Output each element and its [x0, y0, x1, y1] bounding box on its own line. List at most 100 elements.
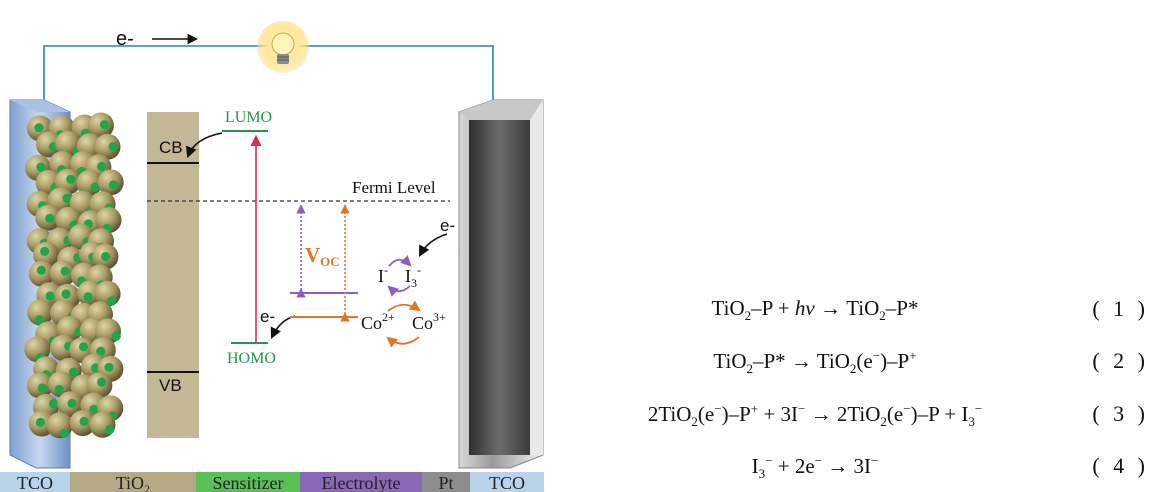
layer-segment-label: TCO	[489, 473, 525, 492]
triiodide-label: I3-	[405, 263, 421, 290]
fermi-level-label: Fermi Level	[352, 178, 436, 197]
dye-molecule	[101, 252, 111, 262]
equation-4: I3− + 2e− → 3I−	[751, 453, 879, 482]
vb-label: VB	[159, 376, 182, 395]
triiodide-charge: -	[417, 263, 421, 277]
regeneration-arrow	[270, 315, 296, 340]
equation-4-number: ( 4 )	[1092, 453, 1149, 478]
dye-molecule	[59, 428, 70, 438]
dye-molecule	[45, 213, 55, 223]
tio2-particle	[94, 133, 121, 160]
layer-segment	[70, 472, 196, 492]
dye-molecule	[49, 399, 59, 409]
equation-2: TiO2–P* → TiO2(e−)–P+	[713, 348, 917, 377]
iodide-cycle-bottom	[387, 285, 411, 297]
co2-label: Co2+	[361, 310, 395, 333]
dye-molecule	[61, 289, 71, 299]
equation-3-row: 2TiO2(e−)–P+ + 3I− → 2TiO2(e−)–P + I3− (…	[560, 401, 1157, 437]
layer-segment-label: Electrolyte	[322, 473, 401, 492]
dye-molecule	[83, 292, 93, 302]
layer-segment-label: TCO	[17, 473, 53, 492]
dye-molecule	[36, 265, 46, 275]
dye-molecule	[36, 162, 46, 172]
dye-molecule	[37, 383, 47, 393]
dye-molecule	[105, 425, 115, 435]
dye-molecule	[54, 384, 64, 395]
homo-label: HOMO	[227, 350, 276, 367]
tio2-particle	[50, 334, 76, 361]
dye-molecule	[97, 161, 107, 172]
layer-segment	[300, 472, 422, 492]
iodide-label: I-	[378, 263, 388, 286]
tio2-particle	[95, 207, 122, 234]
dye-molecule	[66, 174, 76, 184]
dye-molecule	[90, 182, 100, 192]
co3-charge: 3+	[433, 310, 446, 324]
electron-flow-label: e-	[116, 28, 134, 50]
injection-arrow	[186, 132, 223, 159]
equation-1-row: TiO2–P + hν → TiO2–P* ( 1 )	[560, 296, 1157, 332]
layer-segment-label: TiO₂	[116, 473, 151, 492]
iodide-charge: -	[384, 263, 388, 277]
voc-main: V	[305, 243, 320, 267]
pt-counter-electrode	[458, 99, 544, 469]
lumo-label: LUMO	[225, 109, 272, 126]
cobalt-cycle-bottom	[386, 336, 420, 348]
equation-3-number: ( 3 )	[1092, 401, 1149, 426]
co3-label: Co3+	[412, 310, 446, 333]
layer-segment-label: Pt	[438, 473, 453, 492]
counter-electron-label: e-	[440, 216, 455, 235]
equation-2-row: TiO2–P* → TiO2(e−)–P+ ( 2 )	[560, 348, 1157, 384]
dye-molecule	[40, 246, 50, 256]
dye-molecule	[79, 416, 89, 426]
dye-molecule	[96, 346, 106, 356]
layer-segment	[196, 472, 300, 492]
layer-segment	[0, 472, 70, 492]
dye-molecule	[108, 142, 118, 152]
dye-molecule	[97, 377, 107, 387]
dye-molecule	[34, 123, 44, 133]
dye-molecule	[99, 120, 110, 130]
triiodide-text: I	[405, 266, 411, 286]
co3-text: Co	[412, 313, 433, 333]
dye-molecule	[79, 342, 89, 352]
tio2-band-column	[147, 112, 199, 438]
dye-molecule	[34, 315, 44, 325]
layer-legend-bar: TCO TiO₂ Sensitizer Electrolyte Pt TCO	[0, 472, 544, 492]
dye-molecule	[109, 180, 119, 190]
dye-molecule	[69, 367, 79, 377]
dye-molecule	[45, 291, 55, 301]
equation-3: 2TiO2(e−)–P+ + 3I− → 2TiO2(e−)–P + I3−	[647, 401, 983, 430]
triiodide-sub: 3	[411, 276, 417, 290]
layer-segment	[470, 472, 544, 492]
voc-sub: OC	[320, 254, 340, 269]
dye-molecule	[35, 417, 46, 427]
dye-molecule	[111, 331, 121, 341]
layer-segment-label: Sensitizer	[213, 473, 284, 492]
tio2-particle	[89, 411, 116, 438]
dye-molecule	[107, 296, 117, 306]
counter-electron-arrow	[418, 233, 448, 257]
dye-molecule	[67, 398, 77, 408]
iodide-text: I	[378, 266, 384, 286]
tio2-nanoparticles	[24, 112, 124, 439]
equation-1: TiO2–P + hν → TiO2–P*	[711, 296, 919, 324]
dye-molecule	[89, 404, 99, 414]
equation-1-number: ( 1 )	[1092, 296, 1149, 321]
dye-molecule	[62, 193, 72, 203]
co2-charge: 2+	[382, 310, 395, 324]
lightbulb-icon	[257, 21, 309, 73]
cb-label: CB	[159, 138, 183, 157]
cobalt-cycle-top	[387, 300, 421, 312]
iodide-cycle-top	[388, 255, 412, 267]
equation-4-row: I3− + 2e− → 3I− ( 4 )	[560, 453, 1157, 489]
dssc-diagram: e- CB VB Fermi Level LUMO HOMO e- VOC e-	[0, 21, 544, 492]
equation-2-number: ( 2 )	[1092, 348, 1149, 373]
homo-electron-label: e-	[260, 307, 275, 326]
tio2-particle	[36, 131, 62, 158]
tio2-particle	[27, 299, 54, 326]
voc-label: VOC	[305, 243, 340, 269]
layer-segment	[422, 472, 470, 492]
dye-molecule	[104, 362, 114, 372]
co2-text: Co	[361, 313, 382, 333]
